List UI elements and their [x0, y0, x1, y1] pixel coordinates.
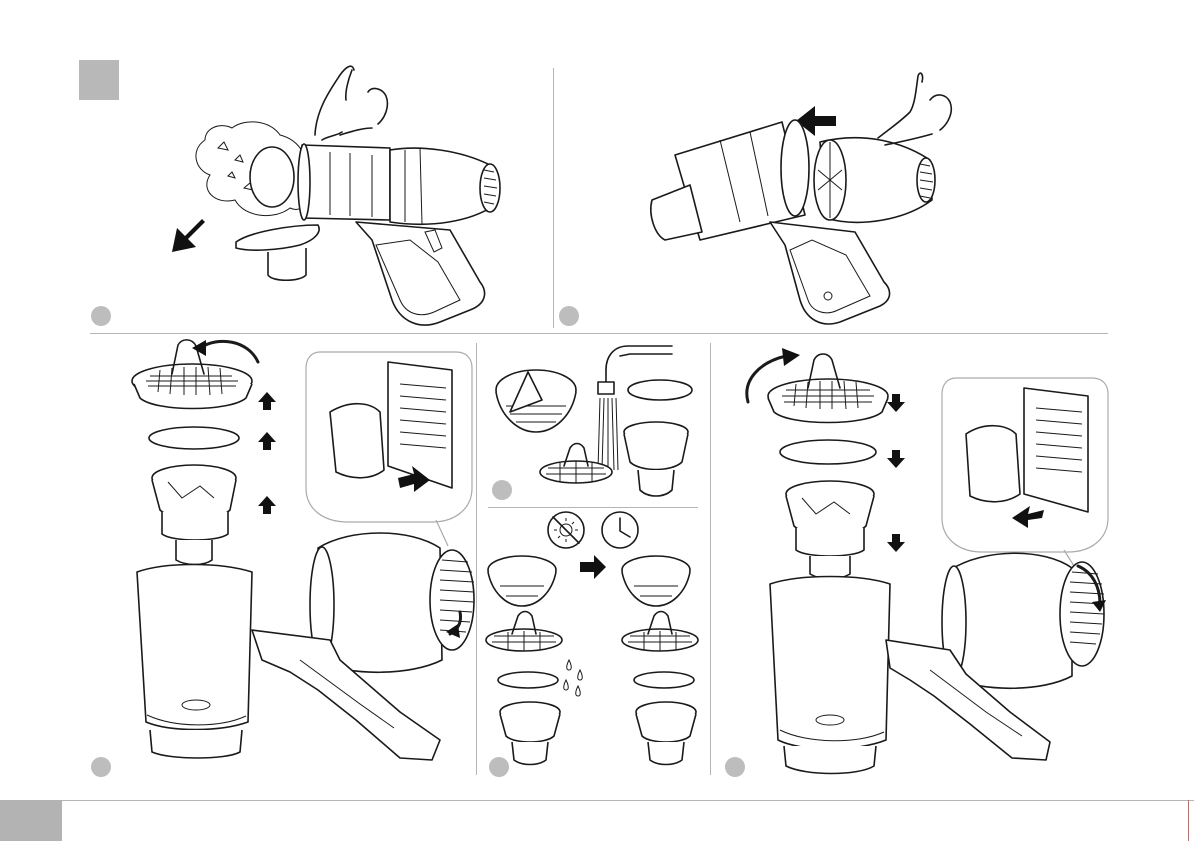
panel-3-illustration	[132, 340, 474, 760]
panel-4-illustration	[496, 346, 692, 496]
arrow-right-icon	[580, 555, 606, 579]
arrow-up-icon	[258, 392, 276, 410]
arrow-out-icon	[172, 219, 205, 252]
arrow-up-icon	[258, 432, 276, 450]
arrow-up-icon	[258, 496, 276, 514]
finger-press-icon-2	[878, 73, 951, 145]
arrow-down-icon	[887, 450, 905, 468]
panel-1-illustration	[172, 66, 500, 325]
arrow-in-icon	[1012, 506, 1044, 528]
panel-6-illustration	[747, 348, 1108, 774]
clock-icon	[602, 512, 638, 548]
panel-2-illustration	[651, 73, 951, 324]
curved-arrow-icon	[200, 341, 258, 362]
arrow-down-icon	[887, 394, 905, 412]
finger-press-icon	[315, 66, 387, 140]
water-drops-icon	[564, 660, 583, 696]
arrow-down-icon	[887, 534, 905, 552]
sun-crossed-icon	[548, 512, 584, 548]
panel-5-illustration	[486, 512, 698, 765]
